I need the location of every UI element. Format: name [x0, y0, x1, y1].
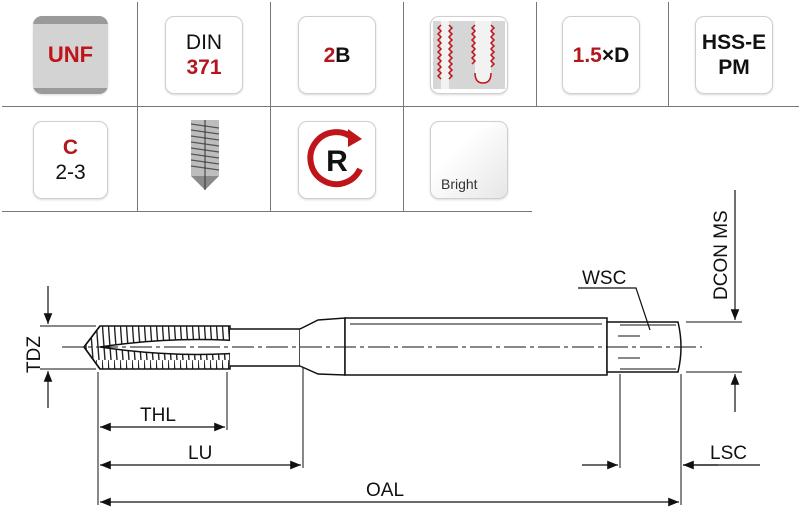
grid-vline-3 [403, 2, 404, 211]
grid-vline-4 [536, 2, 537, 106]
thread-standard-label: UNF [47, 42, 94, 67]
rotation-letter: R [326, 145, 348, 178]
material-line2: PM [718, 56, 750, 79]
thread-depth-card [430, 16, 508, 94]
tap-body [83, 317, 682, 376]
material-card: HSS-E PM [695, 16, 773, 94]
rotation-card: R [298, 121, 376, 199]
thread-standard-card: UNF [33, 16, 108, 94]
grid-hline-row2 [2, 211, 532, 212]
lsc-label: LSC [710, 443, 747, 464]
norm-card: DIN 371 [165, 16, 243, 94]
chamfer-card: C 2-3 [33, 121, 108, 199]
right-hand-rotation-icon: R [307, 129, 363, 188]
depth-factor: 1.5×D [572, 43, 630, 67]
extension-lines [40, 321, 742, 505]
depth-factor-card: 1.5×D [562, 16, 640, 94]
material-line1: HSS-E [701, 31, 767, 54]
dcon-label: DCON MS [711, 210, 732, 300]
tap-tip-icon [185, 120, 225, 197]
thl-label: THL [140, 405, 176, 426]
tdz-label: TDZ [24, 336, 45, 373]
norm-number: 371 [186, 56, 222, 79]
chamfer-form: C [62, 136, 79, 159]
grid-vline-2 [270, 2, 271, 211]
coating-label: Bright [441, 176, 478, 192]
tolerance-card: 2B [298, 16, 376, 94]
grid-hline-bottom [2, 106, 799, 107]
norm-prefix: DIN [185, 31, 223, 54]
wsc-label: WSC [582, 268, 626, 289]
tolerance-class: 2B [323, 43, 351, 67]
wsc-leader [578, 287, 651, 331]
grid-vline-5 [668, 2, 669, 106]
chamfer-threads: 2-3 [55, 161, 86, 184]
grid-vline-1 [137, 2, 138, 211]
lu-label: LU [188, 443, 212, 464]
coating-card: Bright [430, 121, 508, 199]
oal-label: OAL [366, 480, 404, 501]
thread-depth-icon [433, 21, 505, 89]
